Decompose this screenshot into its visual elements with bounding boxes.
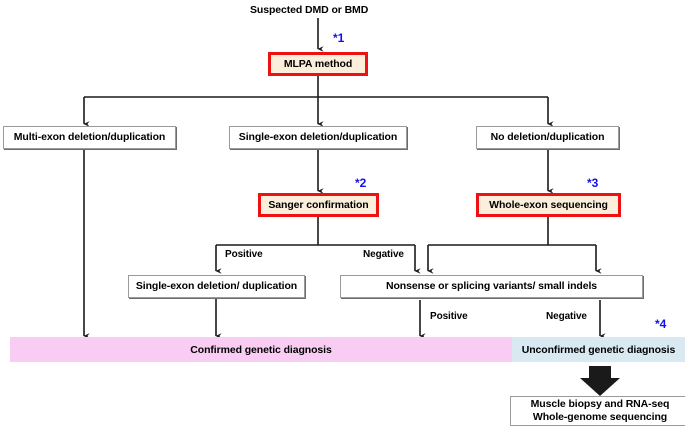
node-multi-exon-deletion-duplication[interactable]: Multi-exon deletion/duplication <box>3 126 176 149</box>
edge-label-nonsense-positive: Positive <box>430 311 468 322</box>
node-single-exon-deletion-duplication-confirmed[interactable]: Single-exon deletion/ duplication <box>128 275 305 298</box>
edge-label-sanger-negative: Negative <box>363 249 404 260</box>
note-marker-2: *2 <box>355 176 367 190</box>
thick-down-arrow <box>580 366 620 396</box>
edge-label-nonsense-negative: Negative <box>546 311 587 322</box>
node-no-deletion-duplication[interactable]: No deletion/duplication <box>476 126 619 149</box>
note-marker-4: *4 <box>655 317 667 331</box>
node-sanger-confirmation[interactable]: Sanger confirmation <box>258 193 379 217</box>
node-final-workup[interactable]: Muscle biopsy and RNA-seq Whole-genome s… <box>510 396 685 426</box>
note-marker-3: *3 <box>587 176 599 190</box>
node-single-exon-deletion-duplication[interactable]: Single-exon deletion/duplication <box>229 126 407 149</box>
node-nonsense-splicing-variants[interactable]: Nonsense or splicing variants/ small ind… <box>340 275 643 298</box>
node-mlpa-method[interactable]: MLPA method <box>268 52 368 76</box>
final-workup-line-1: Muscle biopsy and RNA-seq <box>530 397 670 410</box>
band-confirmed-genetic-diagnosis[interactable]: Confirmed genetic diagnosis <box>10 337 512 362</box>
node-root-label: Suspected DMD or BMD <box>250 4 369 16</box>
edge-label-sanger-positive: Positive <box>225 249 263 260</box>
note-marker-1: *1 <box>333 31 345 45</box>
node-whole-exon-sequencing[interactable]: Whole-exon sequencing <box>476 193 621 217</box>
final-workup-line-2: Whole-genome sequencing <box>532 411 668 423</box>
band-unconfirmed-genetic-diagnosis[interactable]: Unconfirmed genetic diagnosis <box>512 337 685 362</box>
